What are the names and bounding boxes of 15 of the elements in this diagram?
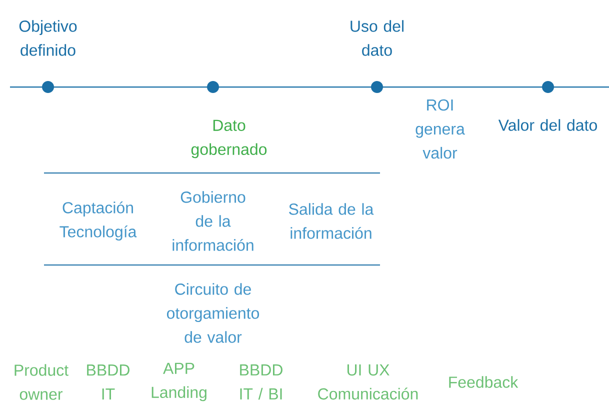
column-text: Circuito de otorgamiento de valor: [166, 283, 259, 343]
role-text: UI UX Comunicación: [318, 364, 418, 400]
column-text: Salida de la información: [289, 203, 374, 239]
stage-heading: Dato gobernado: [191, 120, 267, 158]
column-text: Gobierno de la información: [172, 191, 254, 251]
role-text: BBDD IT: [87, 364, 130, 400]
milestone-label: Valor del dato: [498, 119, 597, 131]
role-text: BBDD IT / BI: [240, 364, 282, 400]
role-text: APP Landing: [152, 362, 206, 402]
milestone-label: Objetivo definido: [19, 20, 77, 56]
milestone-label: Uso del dato: [350, 20, 404, 56]
note-text: ROI genera valor: [416, 99, 465, 159]
column-text: Captación Tecnología: [60, 201, 137, 241]
role-text: Product owner: [14, 364, 68, 400]
role-text: Feedback: [449, 376, 518, 388]
